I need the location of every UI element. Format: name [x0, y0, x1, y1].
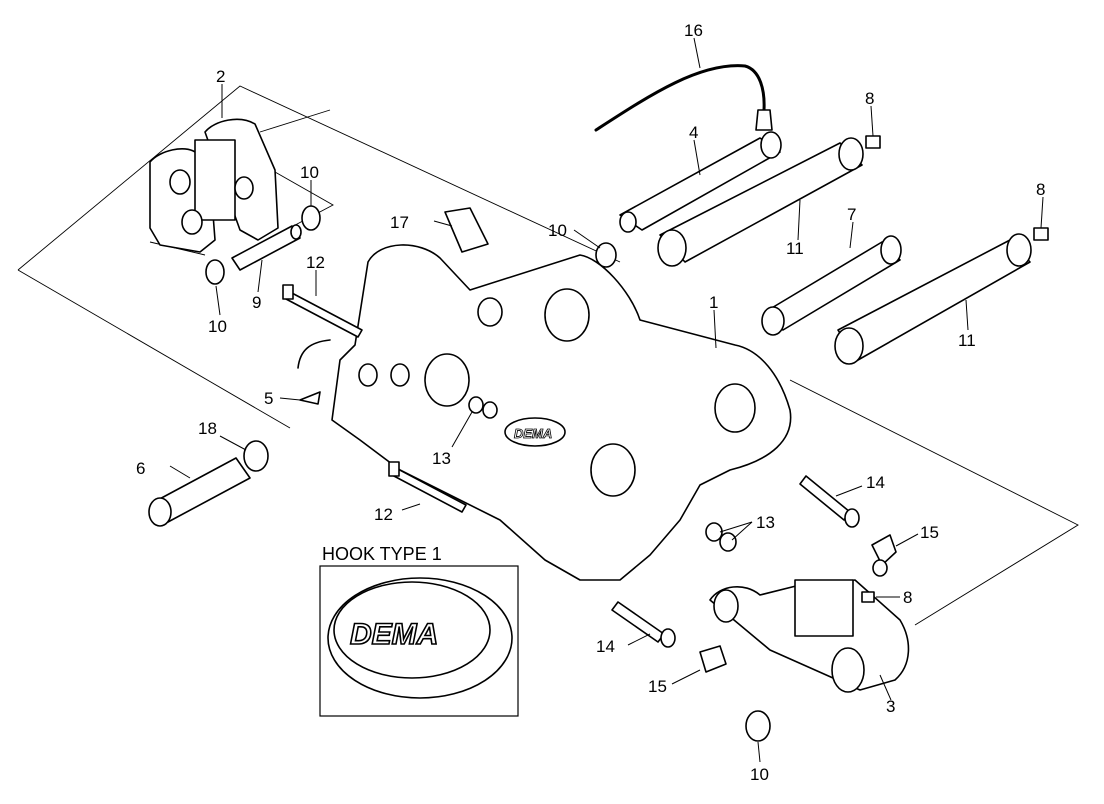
leader-lines	[169, 37, 1044, 763]
spring-pin-part-5	[297, 339, 331, 405]
callout-3: 3	[886, 697, 895, 716]
callout-8: 8	[903, 588, 912, 607]
bolt-part-12-bottom	[388, 461, 467, 513]
callout-13: 13	[756, 513, 775, 532]
bracket-part-17	[444, 207, 489, 253]
sleeve-part-11-right	[834, 233, 1032, 365]
hose-fitting-part-14-bottom	[611, 601, 676, 648]
hook-plates-part-2	[149, 118, 279, 253]
callout-9: 9	[252, 293, 261, 312]
callout-8: 8	[865, 89, 874, 108]
pin-part-7	[761, 235, 902, 336]
callout-4: 4	[689, 123, 698, 142]
ring-part-10-mid	[595, 242, 617, 268]
callout-15: 15	[920, 523, 939, 542]
nuts-part-13-right	[705, 522, 737, 552]
sleeve-part-11-top	[657, 137, 864, 267]
callout-14: 14	[596, 637, 615, 656]
main-body-part-1: DEMA	[331, 244, 792, 581]
callout-18: 18	[198, 419, 217, 438]
callout-7: 7	[847, 205, 856, 224]
body-logo: DEMA	[514, 426, 552, 441]
callout-11: 11	[958, 331, 976, 350]
callout-12: 12	[306, 253, 325, 272]
callout-5: 5	[264, 389, 273, 408]
elbow-part-15-bottom	[699, 645, 727, 673]
callout-17: 17	[390, 213, 409, 232]
rings-part-10-left	[205, 205, 321, 285]
callout-8: 8	[1036, 180, 1045, 199]
cable-part-16	[594, 64, 773, 132]
callout-14: 14	[866, 473, 885, 492]
callout-13: 13	[432, 449, 451, 468]
callout-6: 6	[136, 459, 145, 478]
inset-title: HOOK TYPE 1	[322, 544, 442, 564]
pin-part-9	[231, 224, 302, 271]
callout-15: 15	[648, 677, 667, 696]
hose-fitting-part-14-top	[799, 475, 860, 528]
callout-10: 10	[750, 765, 769, 784]
nuts-part-13-left	[468, 396, 498, 419]
ring-part-10-bottom	[745, 710, 771, 742]
pin-part-4	[619, 131, 782, 233]
inset-logo: DEMA	[350, 618, 438, 651]
ring-part-18	[243, 440, 269, 472]
elbow-part-15-top	[871, 534, 897, 577]
grease-nipple-part-8-cylinder	[861, 591, 875, 603]
inset-frame	[319, 565, 519, 717]
callout-10: 10	[548, 221, 567, 240]
callout-labels: 16 2 8 4 10 17 10 8 7 11 12 9 10 1 11 5 …	[136, 21, 1045, 784]
callout-16: 16	[684, 21, 703, 40]
callout-10: 10	[208, 317, 227, 336]
callout-11: 11	[786, 239, 804, 258]
callout-2: 2	[216, 67, 225, 86]
callout-1: 1	[709, 293, 718, 312]
cylinder-part-3	[709, 579, 910, 693]
grease-nipple-part-8-top	[865, 135, 881, 149]
bolt-part-12-top	[282, 284, 363, 338]
pin-part-6	[148, 457, 251, 527]
callout-12: 12	[374, 505, 393, 524]
grease-nipple-part-8-right	[1033, 227, 1049, 241]
hook-type-inset: DEMA	[319, 565, 519, 717]
callout-10: 10	[300, 163, 319, 182]
